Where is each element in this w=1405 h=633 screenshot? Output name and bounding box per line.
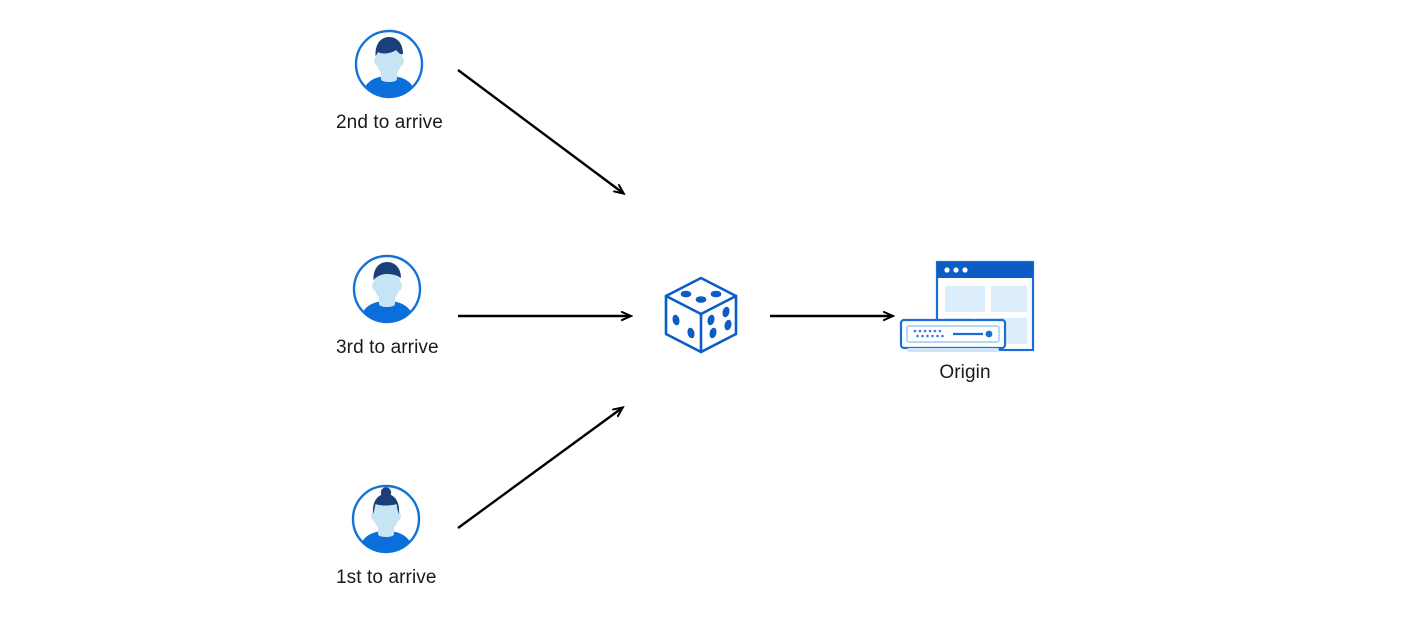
node-label: Origin — [939, 362, 991, 383]
node-randomizer[interactable] — [658, 272, 744, 370]
node-client-2nd[interactable]: 2nd to arrive — [336, 28, 443, 135]
dice-icon — [658, 272, 744, 358]
node-origin[interactable]: Origin — [895, 258, 1035, 385]
user-avatar-icon — [350, 483, 422, 555]
node-label: 1st to arrive — [336, 567, 437, 588]
node-label: 3rd to arrive — [336, 337, 439, 358]
node-label: 2nd to arrive — [336, 112, 443, 133]
node-client-1st[interactable]: 1st to arrive — [336, 483, 437, 590]
router-device-icon — [899, 318, 1007, 352]
user-avatar-icon — [353, 28, 425, 100]
arrow-1st-to-dice — [457, 408, 622, 529]
arrow-2nd-to-dice — [457, 69, 623, 193]
origin-server-icon — [895, 258, 1035, 358]
user-avatar-icon — [351, 253, 423, 325]
node-client-3rd[interactable]: 3rd to arrive — [336, 253, 439, 360]
